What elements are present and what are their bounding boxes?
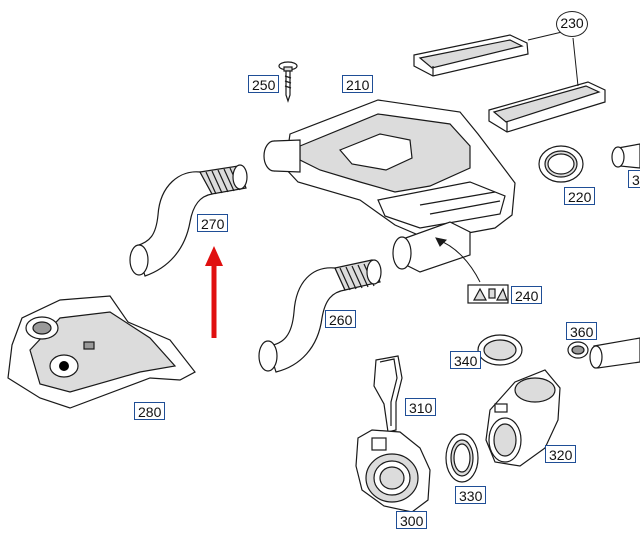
callout-260[interactable]: 260 bbox=[325, 310, 357, 328]
seal-ring-330[interactable] bbox=[445, 433, 479, 483]
callout-270[interactable]: 270 bbox=[197, 214, 229, 232]
callout-300[interactable]: 300 bbox=[396, 511, 428, 529]
callout-340[interactable]: 340 bbox=[450, 351, 482, 369]
intake-duct-270[interactable] bbox=[129, 164, 248, 277]
callout-360[interactable]: 360 bbox=[566, 322, 598, 340]
callout-320[interactable]: 320 bbox=[545, 445, 577, 463]
intake-duct-260[interactable] bbox=[258, 259, 382, 373]
air-filter-housing[interactable] bbox=[263, 99, 516, 241]
housing-outlet-duct[interactable] bbox=[392, 221, 471, 273]
callout-210[interactable]: 210 bbox=[342, 75, 374, 93]
gasket-310[interactable] bbox=[373, 355, 403, 433]
hose-clamp[interactable] bbox=[567, 341, 589, 359]
seal-ring-220[interactable] bbox=[538, 145, 584, 183]
warning-label-icon[interactable] bbox=[467, 284, 509, 304]
air-filter-element-lower[interactable] bbox=[488, 81, 606, 133]
seal-ring-340[interactable] bbox=[477, 334, 523, 366]
hose-right-lower[interactable] bbox=[589, 337, 640, 369]
hose-right-upper[interactable] bbox=[611, 143, 640, 169]
callout-3-partial[interactable]: 3 bbox=[628, 170, 640, 188]
callout-250[interactable]: 250 bbox=[248, 75, 280, 93]
callout-230[interactable]: 230 bbox=[556, 11, 588, 37]
callout-220[interactable]: 220 bbox=[564, 187, 596, 205]
air-filter-element-upper[interactable] bbox=[413, 34, 529, 77]
callout-280[interactable]: 280 bbox=[134, 402, 166, 420]
callout-310[interactable]: 310 bbox=[405, 398, 437, 416]
intake-elbow-320[interactable] bbox=[485, 369, 561, 467]
screw[interactable] bbox=[278, 61, 298, 103]
red-arrow-icon bbox=[205, 246, 223, 338]
engine-cover[interactable] bbox=[7, 295, 196, 409]
callout-330[interactable]: 330 bbox=[455, 486, 487, 504]
callout-240[interactable]: 240 bbox=[511, 286, 543, 304]
air-mass-sensor[interactable] bbox=[355, 429, 431, 513]
